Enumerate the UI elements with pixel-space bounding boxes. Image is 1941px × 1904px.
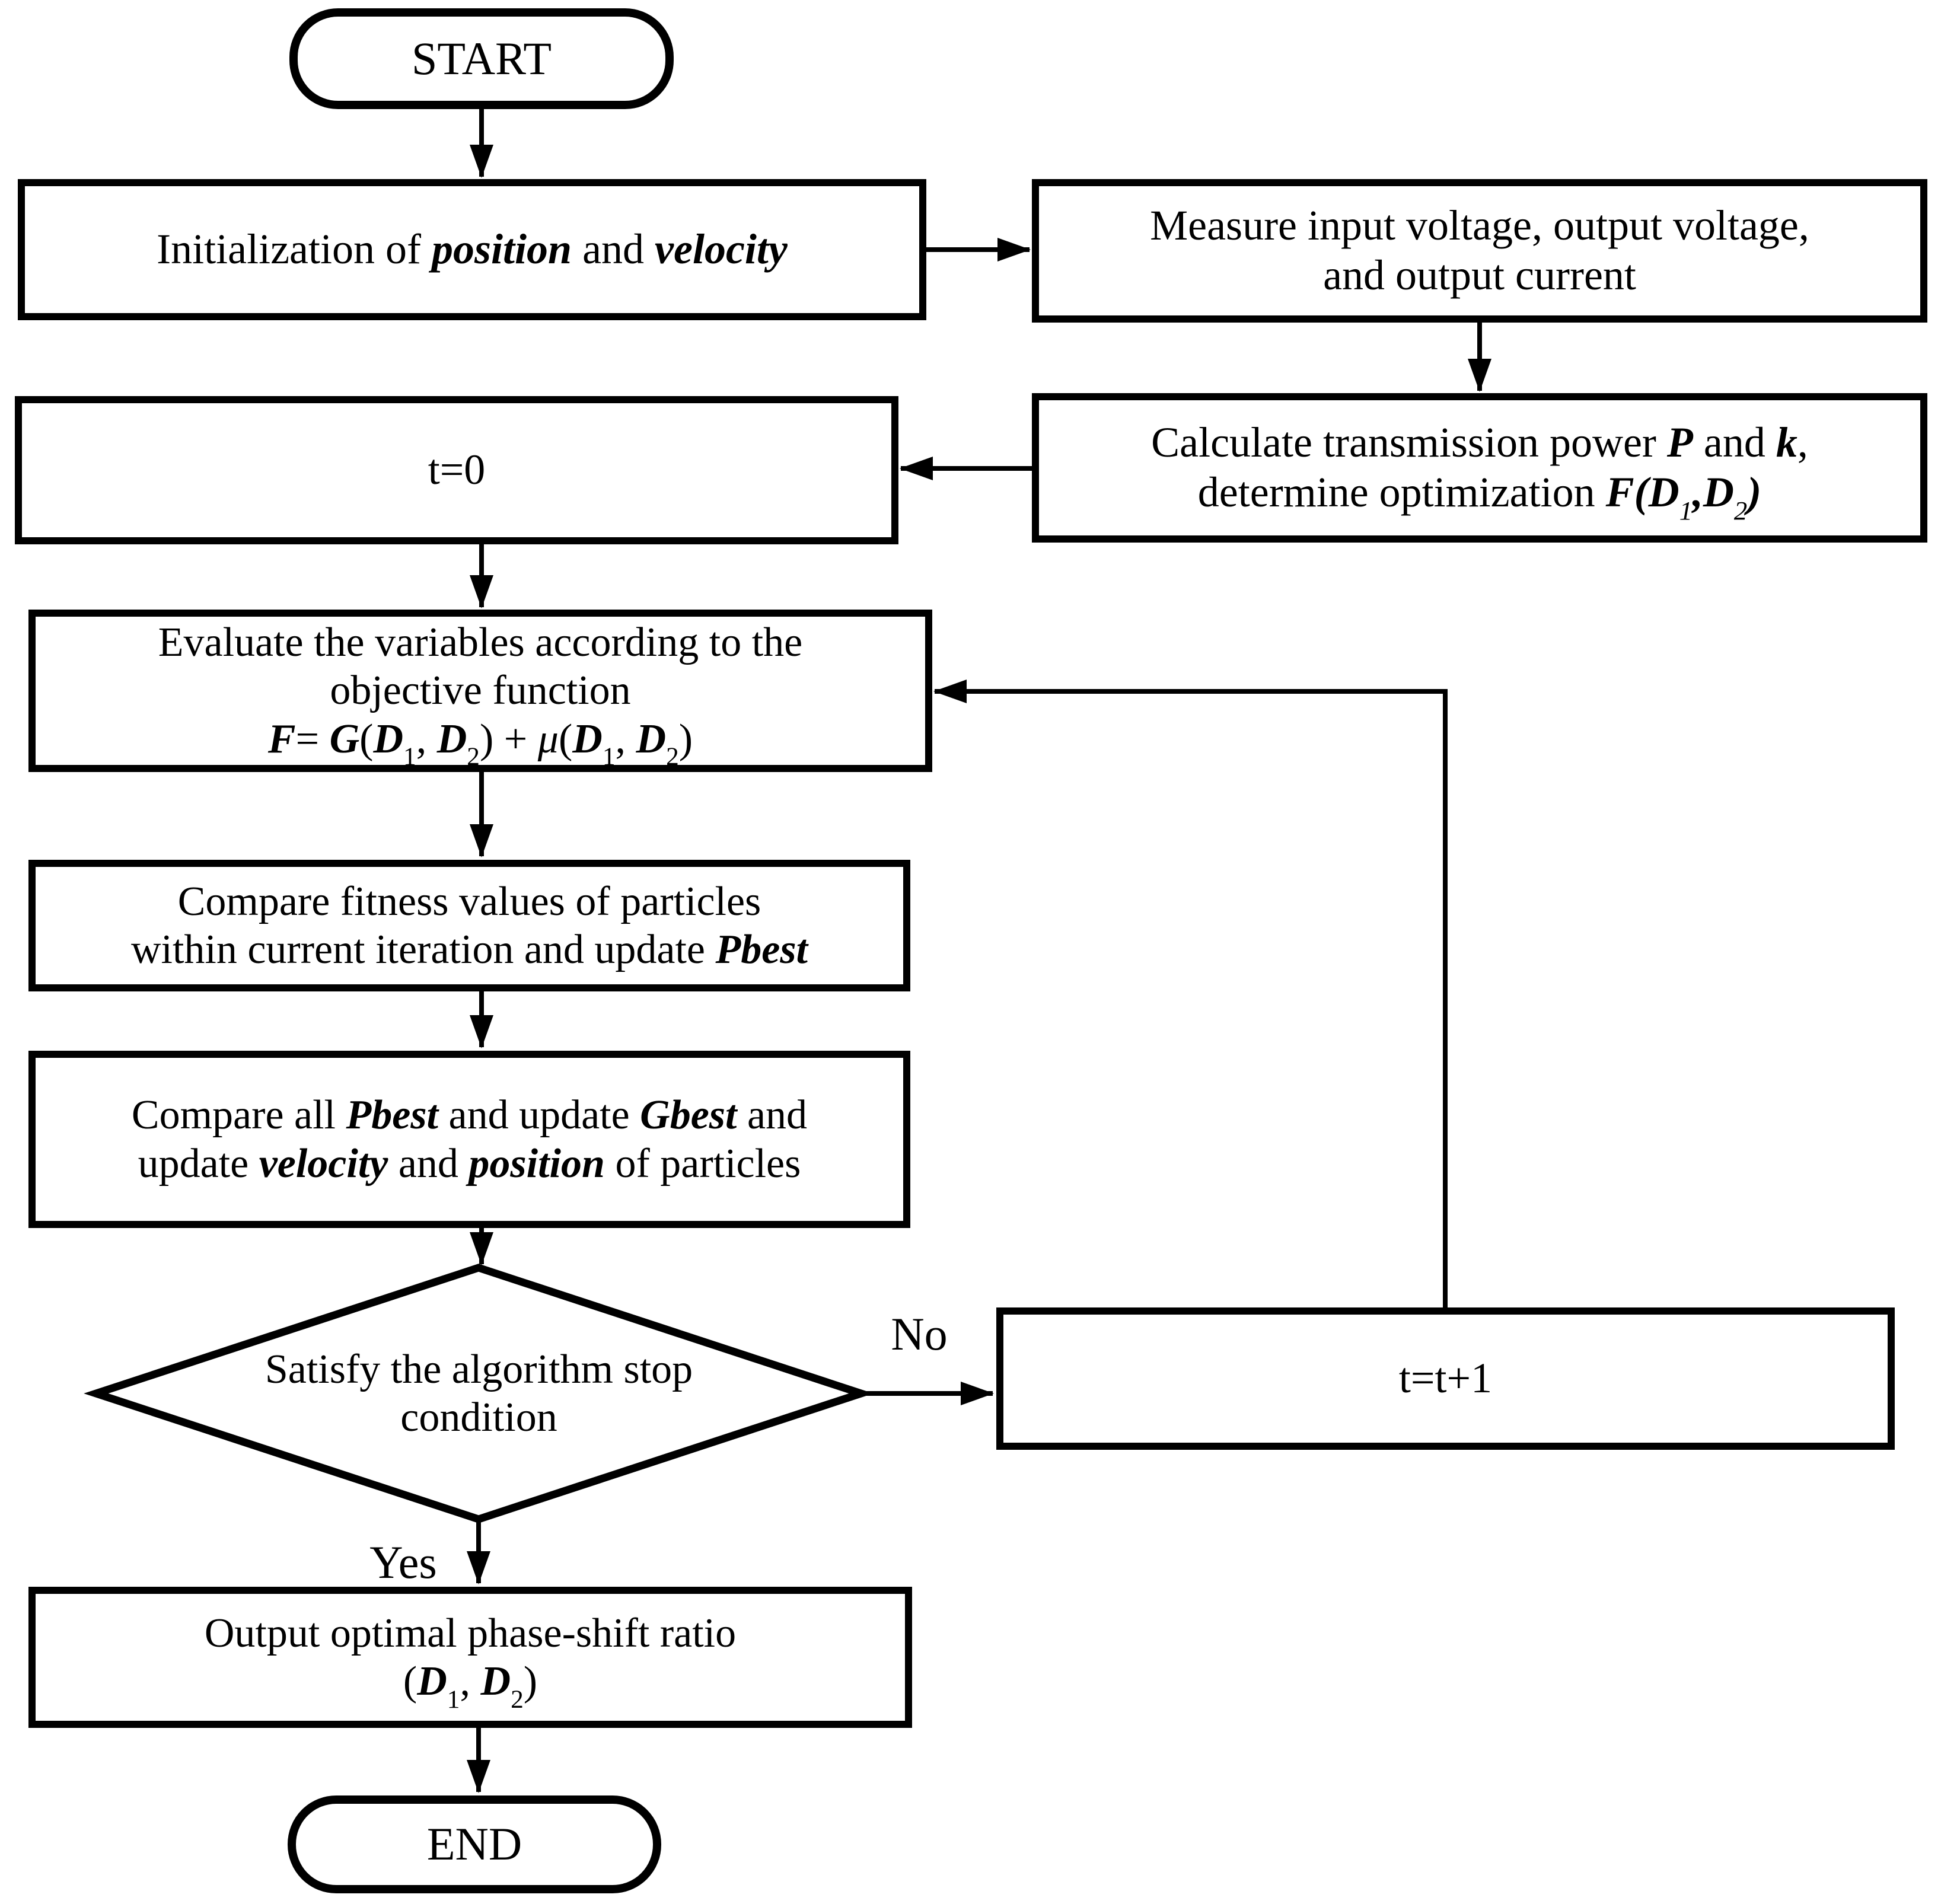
init-box: Initialization of position and velocity	[18, 179, 926, 320]
t0-label: t=0	[428, 446, 486, 494]
t0-box: t=0	[15, 396, 898, 544]
evaluate-box: Evaluate the variables according to the …	[28, 610, 932, 772]
output-line-2: (D1, D2)	[403, 1659, 538, 1714]
decision-line-1: Satisfy the algorithm stop	[264, 1346, 693, 1392]
increment-box: t=t+1	[996, 1307, 1895, 1450]
measure-line-2: and output current	[1323, 251, 1636, 299]
calculate-line-2: determine optimization F(D1,D2)	[1197, 468, 1762, 526]
init-label: Initialization of position and velocity	[157, 225, 788, 273]
output-line-1: Output optimal phase-shift ratio	[204, 1610, 737, 1656]
decision-diamond-shape	[84, 1264, 874, 1523]
compare-gbest-line-1: Compare all Pbest and update Gbest and	[131, 1092, 808, 1138]
compare-gbest-line-2: update velocity and position of particle…	[138, 1140, 801, 1187]
output-box: Output optimal phase-shift ratio (D1, D2…	[28, 1587, 912, 1728]
compare-gbest-box: Compare all Pbest and update Gbest and u…	[28, 1051, 910, 1228]
evaluate-formula: F= G(D1, D2) + μ(D1, D2)	[267, 716, 693, 771]
edge-increment-loop-to-evaluate	[933, 680, 1448, 1307]
yes-edge-label: Yes	[369, 1536, 437, 1588]
measure-box: Measure input voltage, output voltage, a…	[1032, 179, 1927, 323]
increment-label: t=t+1	[1398, 1354, 1493, 1402]
calculate-box: Calculate transmission power P and k, de…	[1032, 393, 1927, 543]
compare-pbest-line-2: within current iteration and update Pbes…	[130, 927, 808, 972]
start-label: START	[411, 32, 552, 84]
evaluate-line-2: objective function	[330, 668, 631, 714]
compare-pbest-line-1: Compare fitness values of particles	[177, 878, 761, 924]
decision-label: Satisfy the algorithm stop condition	[148, 1307, 809, 1479]
end-node: END	[288, 1795, 661, 1893]
calculate-line-1: Calculate transmission power P and k,	[1151, 419, 1808, 467]
evaluate-line-1: Evaluate the variables according to the	[158, 620, 803, 666]
measure-line-1: Measure input voltage, output voltage,	[1150, 202, 1809, 250]
start-node: START	[289, 8, 674, 109]
compare-pbest-box: Compare fitness values of particles with…	[28, 860, 910, 991]
no-edge-label: No	[891, 1307, 948, 1360]
decision-line-2: condition	[400, 1395, 557, 1440]
end-label: END	[426, 1818, 522, 1870]
